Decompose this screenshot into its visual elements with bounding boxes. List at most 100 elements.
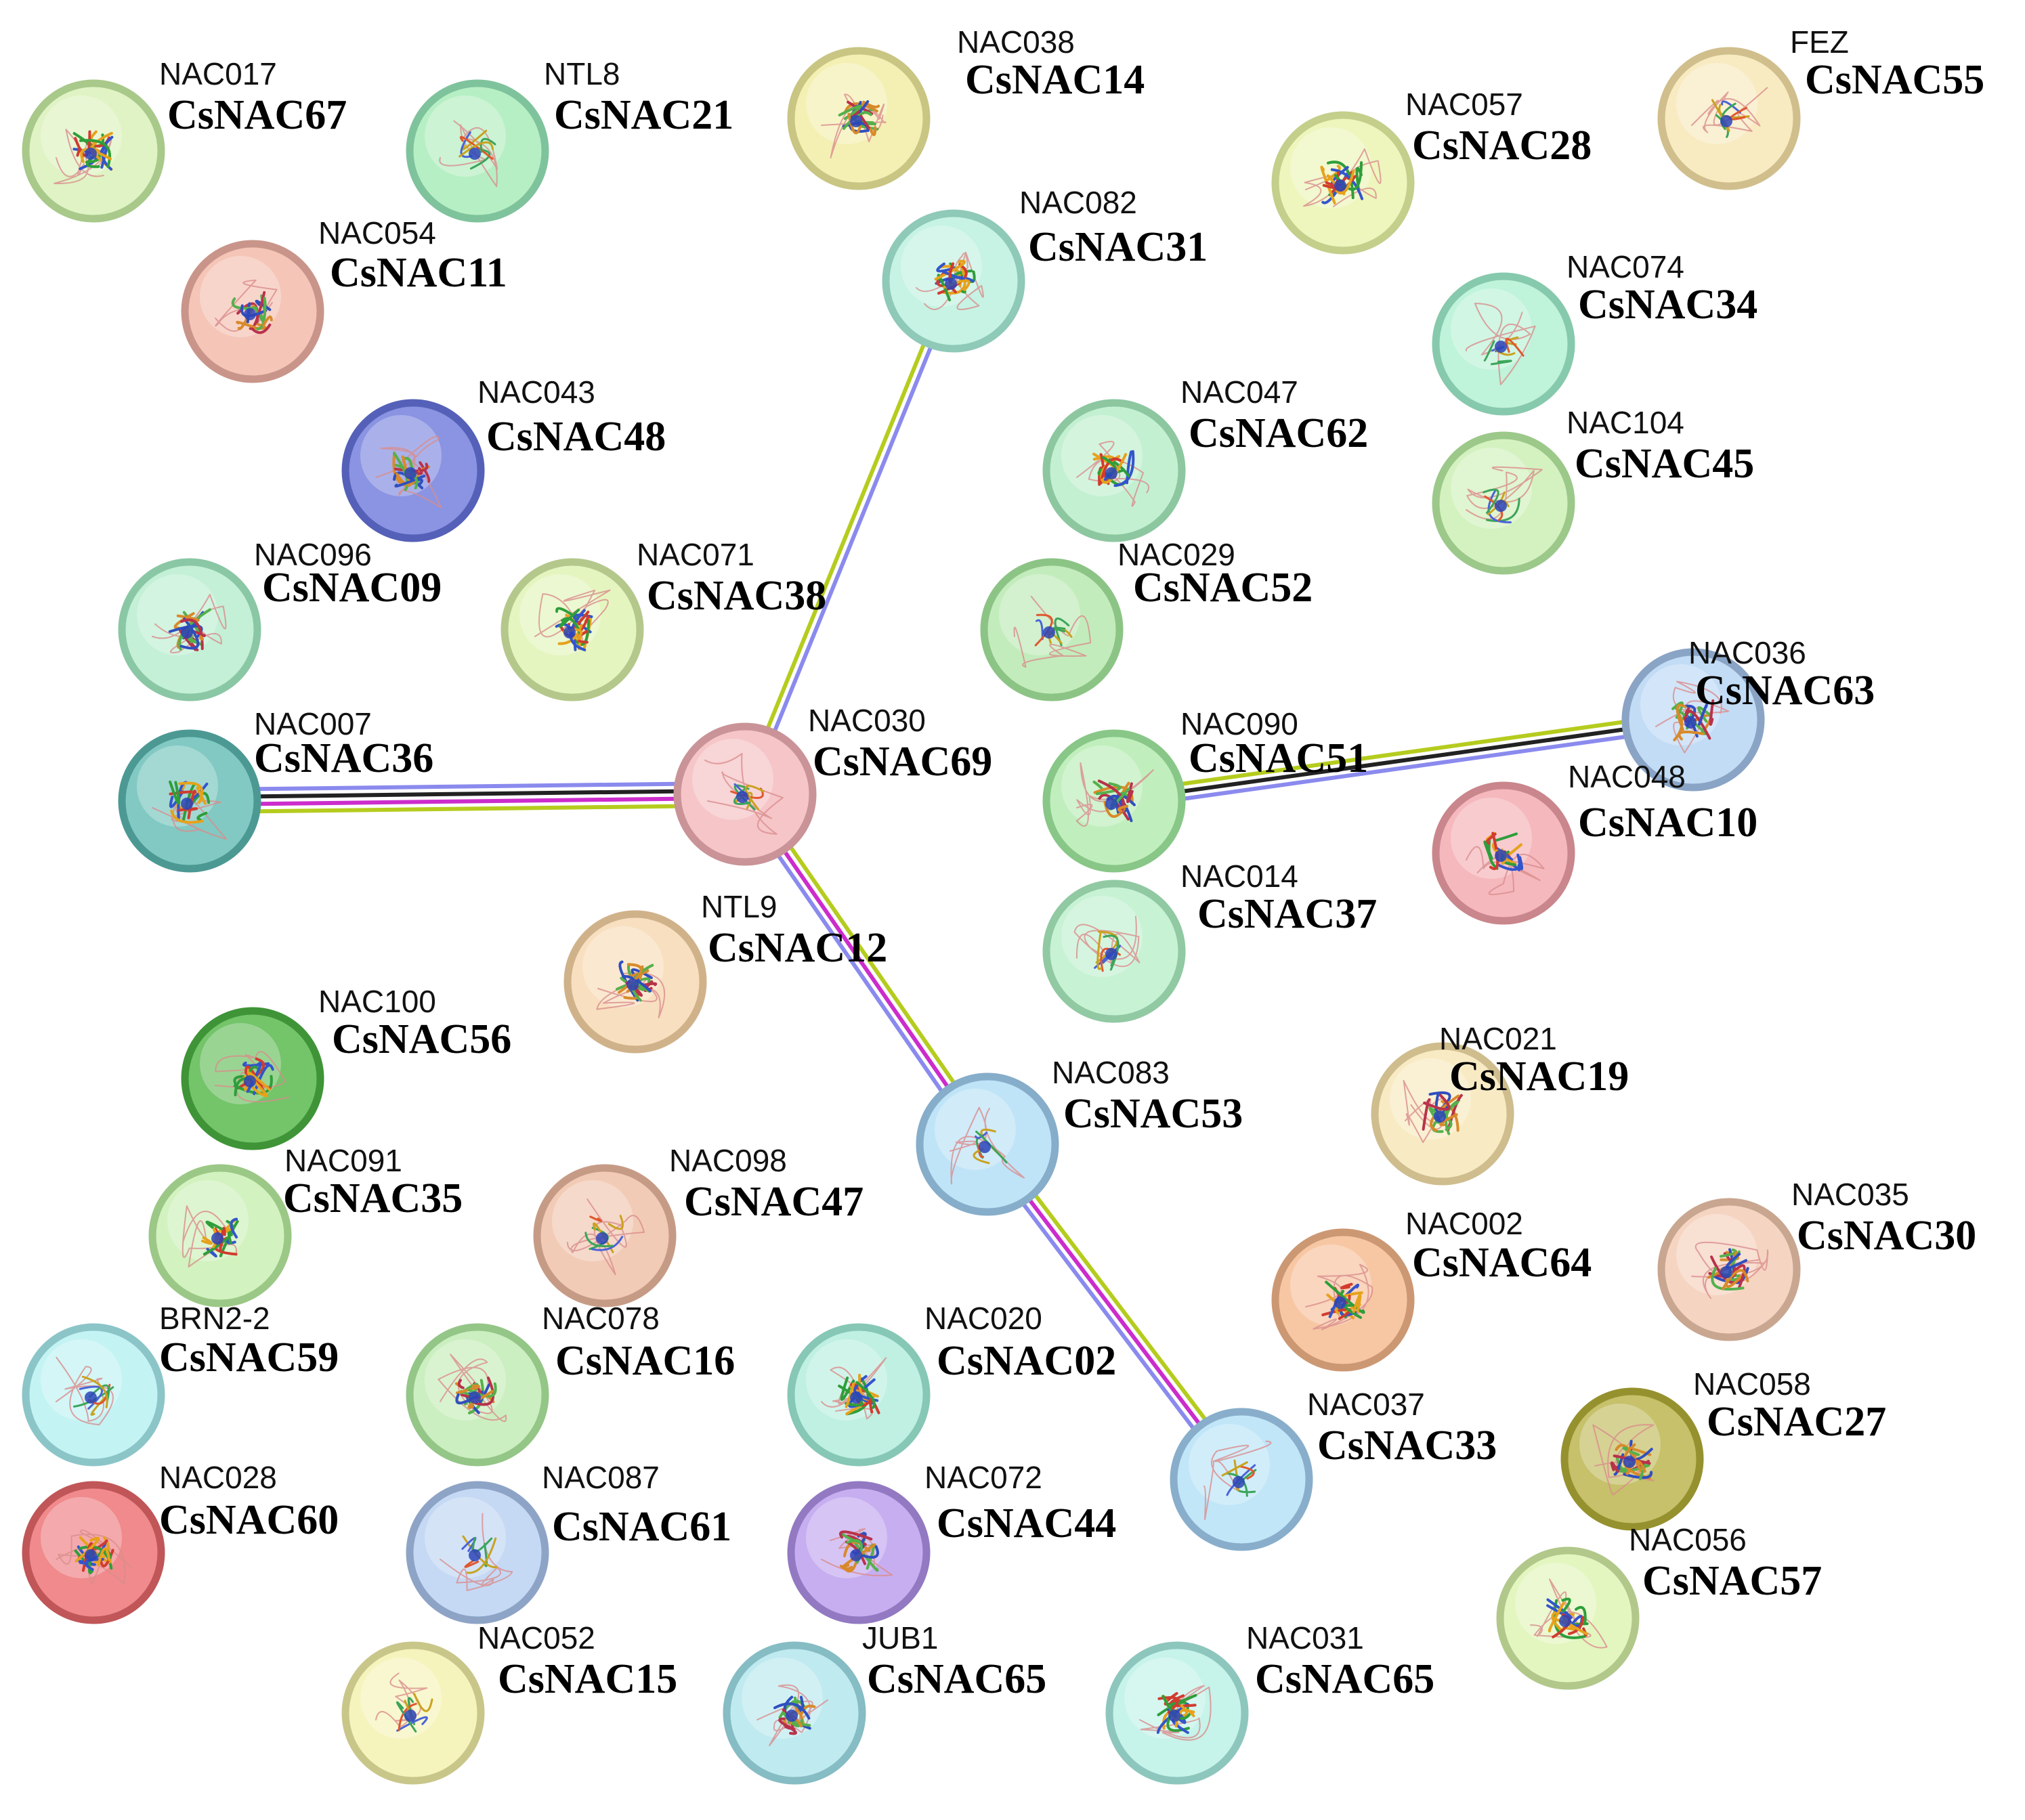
node-name-label: CsNAC34 (1578, 282, 1757, 328)
node-name-label: CsNAC62 (1189, 410, 1368, 456)
protein-structure-icon (1073, 915, 1141, 972)
node-alias-label: NAC014 (1180, 859, 1298, 894)
node-name-label: CsNAC64 (1412, 1240, 1592, 1286)
node-highlight (1451, 288, 1532, 370)
node-name-label: CsNAC60 (159, 1497, 339, 1543)
node-name-label: CsNAC36 (254, 735, 433, 781)
protein-structure-icon (215, 279, 278, 334)
node-name-label: CsNAC52 (1133, 565, 1313, 611)
protein-structure-icon (1592, 1424, 1655, 1496)
node-name-label: CsNAC09 (262, 565, 442, 611)
node-alias-label: NAC082 (1019, 185, 1137, 220)
edge-n69-n31[interactable] (740, 278, 959, 797)
protein-structure-icon (950, 1106, 1025, 1185)
protein-structure-icon (821, 1528, 893, 1577)
node-highlight (1676, 1214, 1757, 1295)
node-name-label: CsNAC33 (1317, 1423, 1497, 1469)
node-alias-label: NAC002 (1405, 1206, 1523, 1241)
edge-n51-n63[interactable] (1113, 710, 1694, 810)
node-name-label: CsNAC47 (684, 1179, 864, 1225)
protein-structure-icon (596, 960, 666, 1018)
node-name-label: CsNAC37 (1197, 891, 1377, 937)
edge-line-blue (1115, 724, 1694, 810)
node-highlight (1061, 896, 1143, 977)
protein-structure-icon (440, 1513, 513, 1592)
protein-structure-icon (215, 1051, 289, 1103)
protein-structure-icon (1655, 680, 1730, 754)
node-name-label: CsNAC48 (486, 414, 666, 460)
node-alias-label: NAC057 (1405, 87, 1523, 122)
node-name-label: CsNAC35 (283, 1175, 463, 1221)
node-name-label: CsNAC31 (1028, 224, 1208, 270)
node-name-label: CsNAC02 (937, 1338, 1116, 1384)
protein-structure-icon (56, 1529, 133, 1585)
edge-line-yellow (1113, 710, 1692, 796)
node-alias-label: NAC021 (1439, 1021, 1557, 1056)
node-name-label: CsNAC10 (1578, 800, 1757, 846)
edge-line-black (1113, 718, 1694, 803)
protein-structure-icon (375, 1672, 433, 1733)
node-highlight (1189, 1424, 1270, 1505)
node-name-label: CsNAC27 (1707, 1399, 1886, 1445)
protein-structure-icon (1303, 148, 1382, 207)
edge-line-blue (746, 281, 959, 797)
node-alias-label: NAC054 (318, 215, 436, 251)
protein-structure-icon (1691, 1241, 1769, 1299)
node-alias-label: NAC037 (1307, 1387, 1425, 1422)
node-alias-label: NAC098 (669, 1143, 787, 1178)
node-name-label: CsNAC56 (332, 1016, 511, 1062)
protein-structure-icon (1466, 831, 1545, 896)
edge-n69-n36[interactable] (189, 781, 746, 815)
node-alias-label: NAC036 (1688, 635, 1806, 670)
protein-structure-icon (756, 1684, 828, 1746)
node-name-label: CsNAC45 (1575, 441, 1754, 487)
protein-structure-icon (1076, 441, 1150, 507)
node-alias-label: NAC052 (477, 1620, 595, 1655)
protein-structure-icon (56, 1356, 114, 1426)
node-alias-label: NAC028 (159, 1460, 277, 1495)
protein-structure-icon (534, 589, 611, 652)
node-name-label: CsNAC65 (867, 1656, 1046, 1702)
protein-structure-icon (152, 594, 227, 653)
